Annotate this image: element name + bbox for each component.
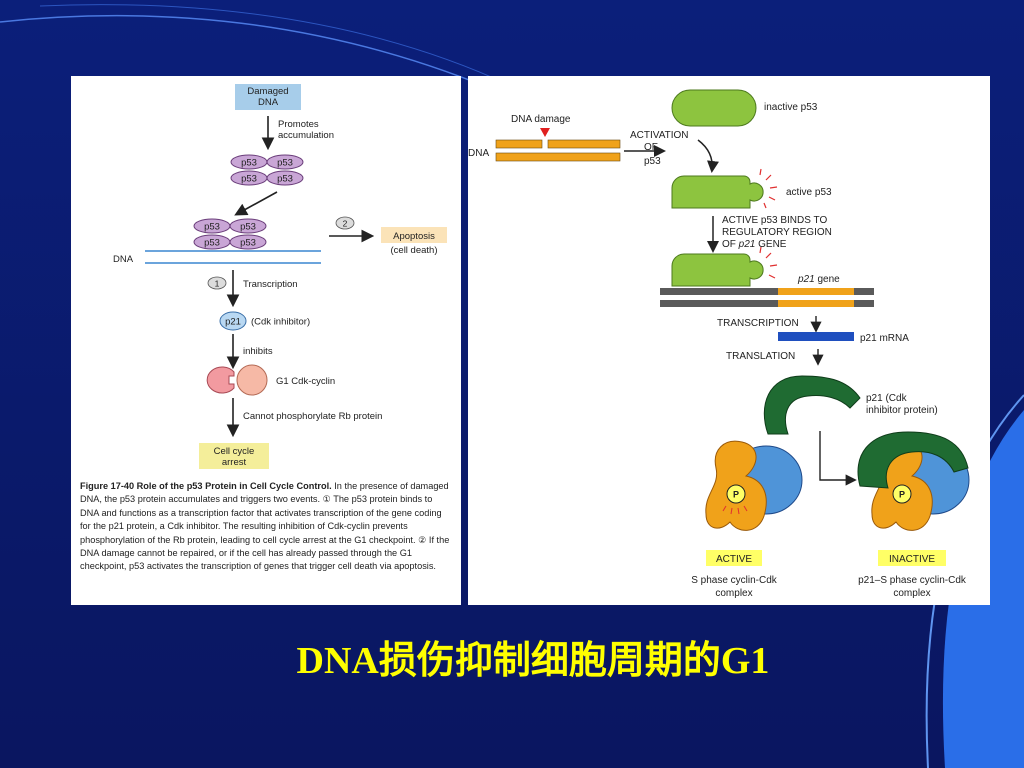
phosphate-label-active: P (733, 490, 739, 500)
caption-heading: Figure 17-40 Role of the p53 Protein in … (80, 481, 332, 491)
p21-mrna-label: p21 mRNA (860, 333, 909, 344)
cdk-inhibitor-label: (Cdk inhibitor) (251, 317, 310, 328)
caption-marker2: ② (418, 534, 427, 545)
active-p53-label: active p53 (786, 187, 832, 198)
inhibits-label: inhibits (243, 346, 273, 357)
activation-label-1: ACTIVATION (630, 130, 689, 141)
step1-marker (207, 276, 227, 290)
promotes-label-2: accumulation (278, 130, 334, 141)
apoptosis-label: Apoptosis (393, 231, 435, 242)
svg-text:p53: p53 (240, 222, 256, 233)
inactive-p53-shape (671, 89, 757, 127)
p53-cluster-on-dna: p53 p53 p53 p53 (193, 218, 267, 250)
damaged-dna-label-1: Damaged (247, 86, 288, 97)
transcription-label: Transcription (243, 279, 298, 290)
p21-s-phase-complex-label-2: complex (893, 588, 930, 599)
active-p53-shape (671, 168, 778, 209)
svg-text:2: 2 (343, 219, 348, 229)
dna-label: DNA (113, 254, 134, 265)
binds-label-2: REGULATORY REGION (722, 227, 832, 238)
p53-pathway-diagram: Damaged DNA Promotes accumulation p53 p5… (113, 84, 447, 469)
active-badge (706, 550, 762, 566)
decor-curve-top-2 (39, 4, 521, 91)
damaged-dna-strands (495, 139, 621, 162)
caption-part1: In the presence of damaged DNA, the p53 … (80, 481, 449, 505)
inactive-badge-label: INACTIVE (889, 554, 935, 565)
p21-gene-dna (660, 288, 874, 307)
active-badge-label: ACTIVE (716, 554, 752, 565)
p21-gene-label: p21 gene (797, 274, 840, 285)
arrow-to-dna (234, 191, 278, 216)
g1-cdk-cyclin-label: G1 Cdk-cyclin (276, 376, 335, 387)
svg-text:p53: p53 (241, 158, 257, 169)
cannot-phosphorylate-label: Cannot phosphorylate Rb protein (243, 411, 382, 422)
activation-label-3: p53 (644, 156, 661, 167)
s-phase-complex-label-2: complex (715, 588, 752, 599)
caption-marker1: ① (322, 494, 331, 505)
slide-title: DNA损伤抑制细胞周期的G1 (296, 640, 770, 682)
p21-protein-label-1: p21 (Cdk (866, 393, 908, 404)
figure-caption: Figure 17-40 Role of the p53 Protein in … (80, 480, 452, 574)
damaged-dna-box (235, 84, 301, 110)
inactive-p53-label: inactive p53 (764, 102, 818, 113)
s-phase-complex-label-1: S phase cyclin-Cdk (691, 575, 778, 586)
binds-label-3: OF p21 GENE (722, 239, 787, 250)
svg-text:p53: p53 (240, 238, 256, 249)
inactive-p21-complex (857, 431, 970, 531)
svg-text:p53: p53 (204, 222, 220, 233)
svg-text:p53: p53 (241, 174, 257, 185)
cell-cycle-arrest-label-2: arrest (222, 457, 247, 468)
damage-marker-icon (540, 128, 550, 137)
p53-cluster-accumulated: p53 p53 p53 p53 (230, 154, 304, 186)
activation-label-2: OF (644, 142, 658, 153)
inactive-badge (878, 550, 946, 566)
p21-induction-diagram: DNA damage DNA ACTIVATION OF p53 inactiv… (468, 89, 970, 599)
right-dna-label: DNA (468, 148, 489, 159)
arrow-curve-activate (697, 139, 719, 173)
cell-cycle-arrest-label-1: Cell cycle (214, 446, 255, 457)
right-figure-panel: DNA damage DNA ACTIVATION OF p53 inactiv… (468, 76, 990, 605)
binds-label-1: ACTIVE p53 BINDS TO (722, 215, 827, 226)
damaged-dna-label-2: DNA (258, 97, 279, 108)
dna-damage-label: DNA damage (511, 114, 571, 125)
p21-node (219, 311, 247, 331)
caption-part3: If the DNA damage cannot be repaired, or… (80, 534, 450, 572)
translation-step-label: TRANSLATION (726, 351, 795, 362)
promotes-label-1: Promotes (278, 119, 319, 130)
p21-mrna-bar (778, 332, 854, 341)
transcription-step-label: TRANSCRIPTION (717, 318, 799, 329)
active-s-phase-complex (705, 440, 803, 531)
svg-text:p53: p53 (204, 238, 220, 249)
svg-text:p53: p53 (277, 158, 293, 169)
arrow-complex-formation (819, 431, 857, 486)
p21-s-phase-complex-label-1: p21–S phase cyclin-Cdk (858, 575, 967, 586)
cell-death-label: (cell death) (391, 245, 438, 256)
svg-text:p53: p53 (277, 174, 293, 185)
p21-protein-label-2: inhibitor protein) (866, 405, 938, 416)
caption-part2: The p53 protein binds to DNA and functio… (80, 494, 442, 545)
step2-marker (335, 216, 355, 230)
left-figure-panel: Damaged DNA Promotes accumulation p53 p5… (71, 76, 461, 605)
apoptosis-box (381, 227, 447, 243)
phosphate-label-inactive: P (899, 490, 905, 500)
p21-protein-shape (763, 375, 861, 435)
svg-text:1: 1 (215, 279, 220, 289)
g1-cdk-cyclin-complex (206, 364, 268, 396)
cell-cycle-arrest-box (199, 443, 269, 469)
svg-text:p21: p21 (225, 317, 241, 328)
active-p53-bound-shape (671, 246, 778, 287)
